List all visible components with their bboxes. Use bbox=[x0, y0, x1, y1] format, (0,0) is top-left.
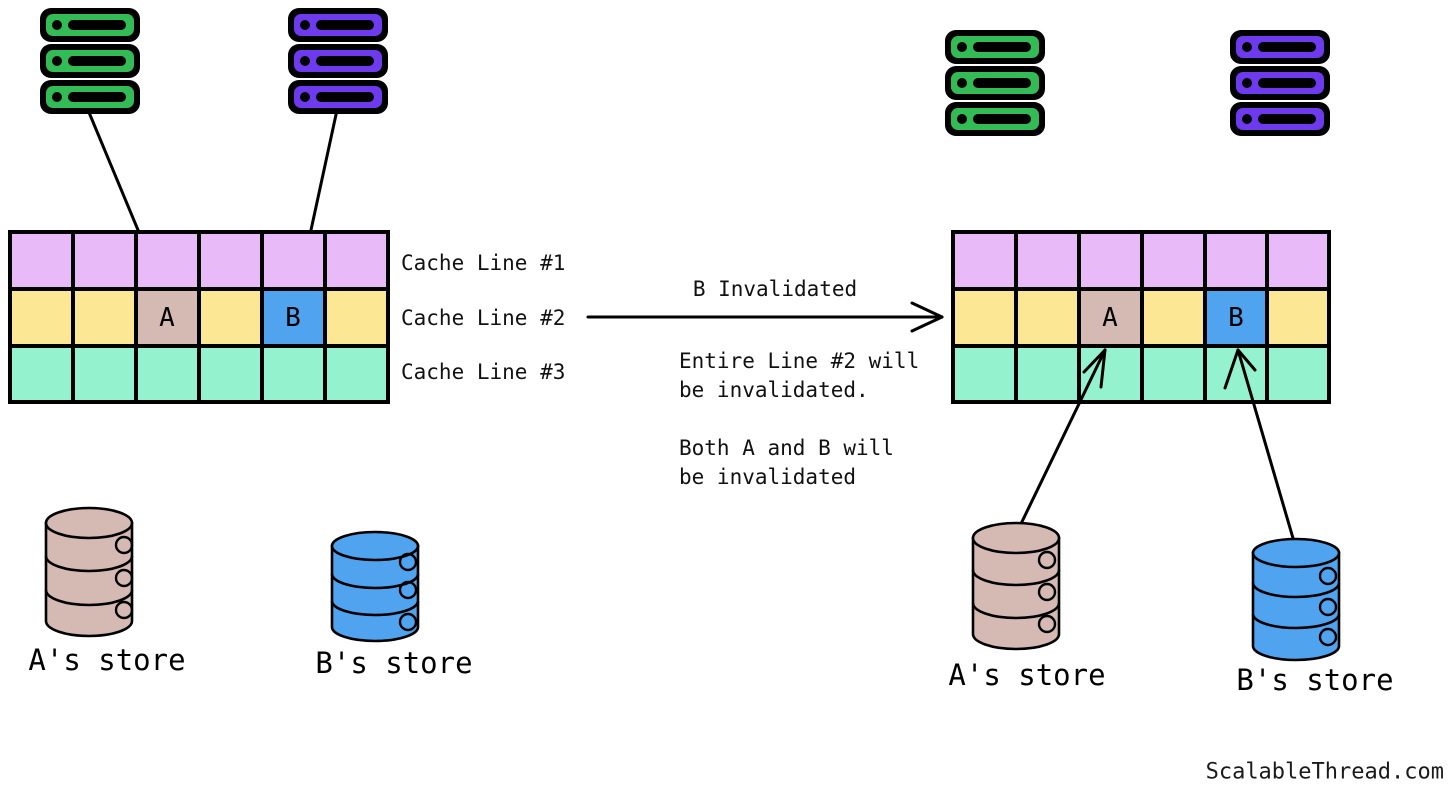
left-b-store-label: B's store bbox=[315, 646, 472, 680]
left-cell-b bbox=[260, 287, 327, 348]
server-green-right-icon bbox=[945, 30, 1045, 136]
left-cache-grid: A B bbox=[8, 230, 390, 404]
left-cell-b-label: B bbox=[285, 303, 301, 333]
arrow-a-store-to-cell-a bbox=[1016, 348, 1107, 532]
right-cell-b-label: B bbox=[1228, 303, 1244, 333]
note-1-line-2: be invalidated. bbox=[679, 378, 869, 402]
right-b-store-label: B's store bbox=[1236, 663, 1393, 697]
cache-line-2-label: Cache Line #2 bbox=[401, 306, 565, 330]
left-a-store-label: A's store bbox=[28, 643, 185, 677]
right-cache-grid: A B bbox=[951, 230, 1331, 404]
right-cell-a-label: A bbox=[1102, 303, 1118, 333]
note-2-line-2: be invalidated bbox=[679, 465, 856, 489]
right-b-store-cylinder bbox=[1251, 537, 1341, 662]
note-2-line-1: Both A and B will bbox=[679, 436, 894, 460]
server-green-left-icon bbox=[40, 8, 140, 114]
transition-arrow-label: B Invalidated bbox=[693, 277, 857, 301]
cache-line-3-label: Cache Line #3 bbox=[401, 360, 565, 384]
arrow-b-store-to-cell-b bbox=[1223, 348, 1297, 547]
transition-arrow bbox=[586, 301, 944, 333]
left-b-store-cylinder bbox=[330, 530, 420, 643]
left-a-store-cylinder bbox=[44, 506, 134, 638]
server-purple-left-icon bbox=[288, 8, 388, 114]
note-1-line-1: Entire Line #2 will bbox=[679, 349, 919, 373]
left-cell-a-label: A bbox=[159, 303, 175, 333]
server-purple-right-icon bbox=[1230, 30, 1330, 136]
cache-line-1-label: Cache Line #1 bbox=[401, 251, 565, 275]
right-a-store-cylinder bbox=[971, 521, 1061, 651]
right-a-store-label: A's store bbox=[948, 658, 1105, 692]
watermark: ScalableThread.com bbox=[1206, 760, 1444, 785]
